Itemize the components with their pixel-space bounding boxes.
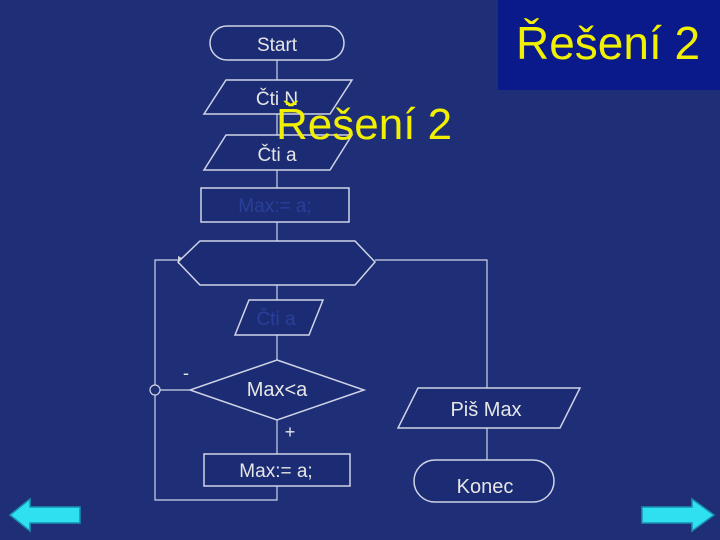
read-a-first-io bbox=[202, 134, 354, 171]
condition-decision bbox=[187, 359, 367, 421]
connector-no-branch bbox=[154, 259, 190, 391]
connector-assign-return bbox=[154, 390, 278, 501]
read-a-first-label: Čti a bbox=[257, 144, 297, 166]
assign-loop-label: Max:= a; bbox=[239, 461, 312, 482]
read-n-io bbox=[202, 79, 354, 115]
assign-first-process bbox=[200, 187, 350, 223]
junction-dot bbox=[149, 384, 161, 396]
assign-first-label: Max:= a; bbox=[238, 196, 311, 217]
yes-branch-label: + bbox=[285, 422, 296, 442]
end-label: Konec bbox=[457, 476, 514, 498]
end-terminal bbox=[413, 459, 555, 503]
read-a-loop-io bbox=[233, 299, 325, 336]
read-n-label: Čti N bbox=[256, 88, 298, 110]
no-branch-label: - bbox=[183, 363, 189, 383]
next-button[interactable] bbox=[640, 495, 716, 535]
back-button[interactable] bbox=[8, 495, 82, 535]
loop-hexagon bbox=[176, 240, 377, 286]
right-arrow-icon bbox=[641, 497, 716, 533]
title-box: Řešení 2 bbox=[498, 0, 720, 90]
start-label: Start bbox=[257, 35, 298, 56]
slide-title: Řešení 2 bbox=[516, 17, 701, 69]
connector-lines bbox=[154, 60, 488, 501]
assign-loop-process bbox=[203, 453, 351, 487]
output-io bbox=[396, 387, 582, 429]
overlay-title: Řešení 2 bbox=[276, 100, 453, 149]
start-terminal bbox=[209, 25, 345, 61]
flowchart-shapes bbox=[176, 25, 582, 503]
read-a-loop-label: Čti a bbox=[256, 308, 296, 330]
connector-loop-exit bbox=[375, 259, 488, 388]
output-label: Piš Max bbox=[450, 399, 521, 421]
condition-label: Max<a bbox=[247, 379, 308, 401]
left-arrow-icon bbox=[8, 497, 81, 533]
